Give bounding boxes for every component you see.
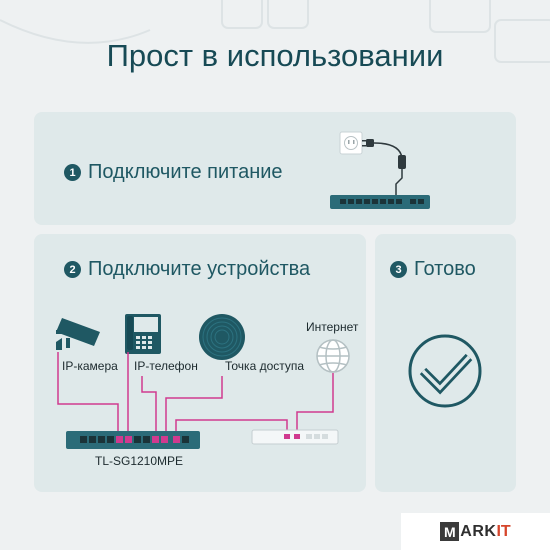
page-title: Прост в использовании [106,38,444,73]
switch-model-label: TL-SG1210MPE [95,454,184,468]
step-number-badge: 1 [64,164,81,181]
brand-logo: M ARK IT [401,513,550,550]
step-number-badge: 2 [64,261,81,278]
check-circle-icon [408,334,482,408]
logo-letter: M [440,522,460,541]
step-label: Готово [414,258,476,280]
main-switch-icon [66,431,200,449]
step-power: 1 Подключите питание [64,161,283,184]
panel-power [34,112,516,225]
ip-phone-icon [125,314,161,354]
logo-text: ARK [460,522,497,540]
label-access-point: Точка доступа [225,359,305,373]
label-ip-camera: IP-камера [62,359,118,373]
switch-power-icon [330,195,430,209]
step-label: Подключите устройства [88,258,311,280]
step-number-badge: 3 [390,261,407,278]
internet-globe-icon [316,339,350,373]
logo-accent: IT [496,522,511,540]
step-devices: 2 Подключите устройства [64,258,310,281]
power-outlet-icon [339,131,363,155]
network-cables [57,352,334,432]
ip-camera-icon [56,318,100,350]
label-ip-phone: IP-телефон [134,359,198,373]
power-plug-icon [362,139,406,195]
step-done: 3 Готово [390,258,476,281]
label-internet: Интернет [306,320,359,334]
step-label: Подключите питание [88,161,283,183]
access-point-icon [199,314,245,360]
router-icon [251,429,339,445]
